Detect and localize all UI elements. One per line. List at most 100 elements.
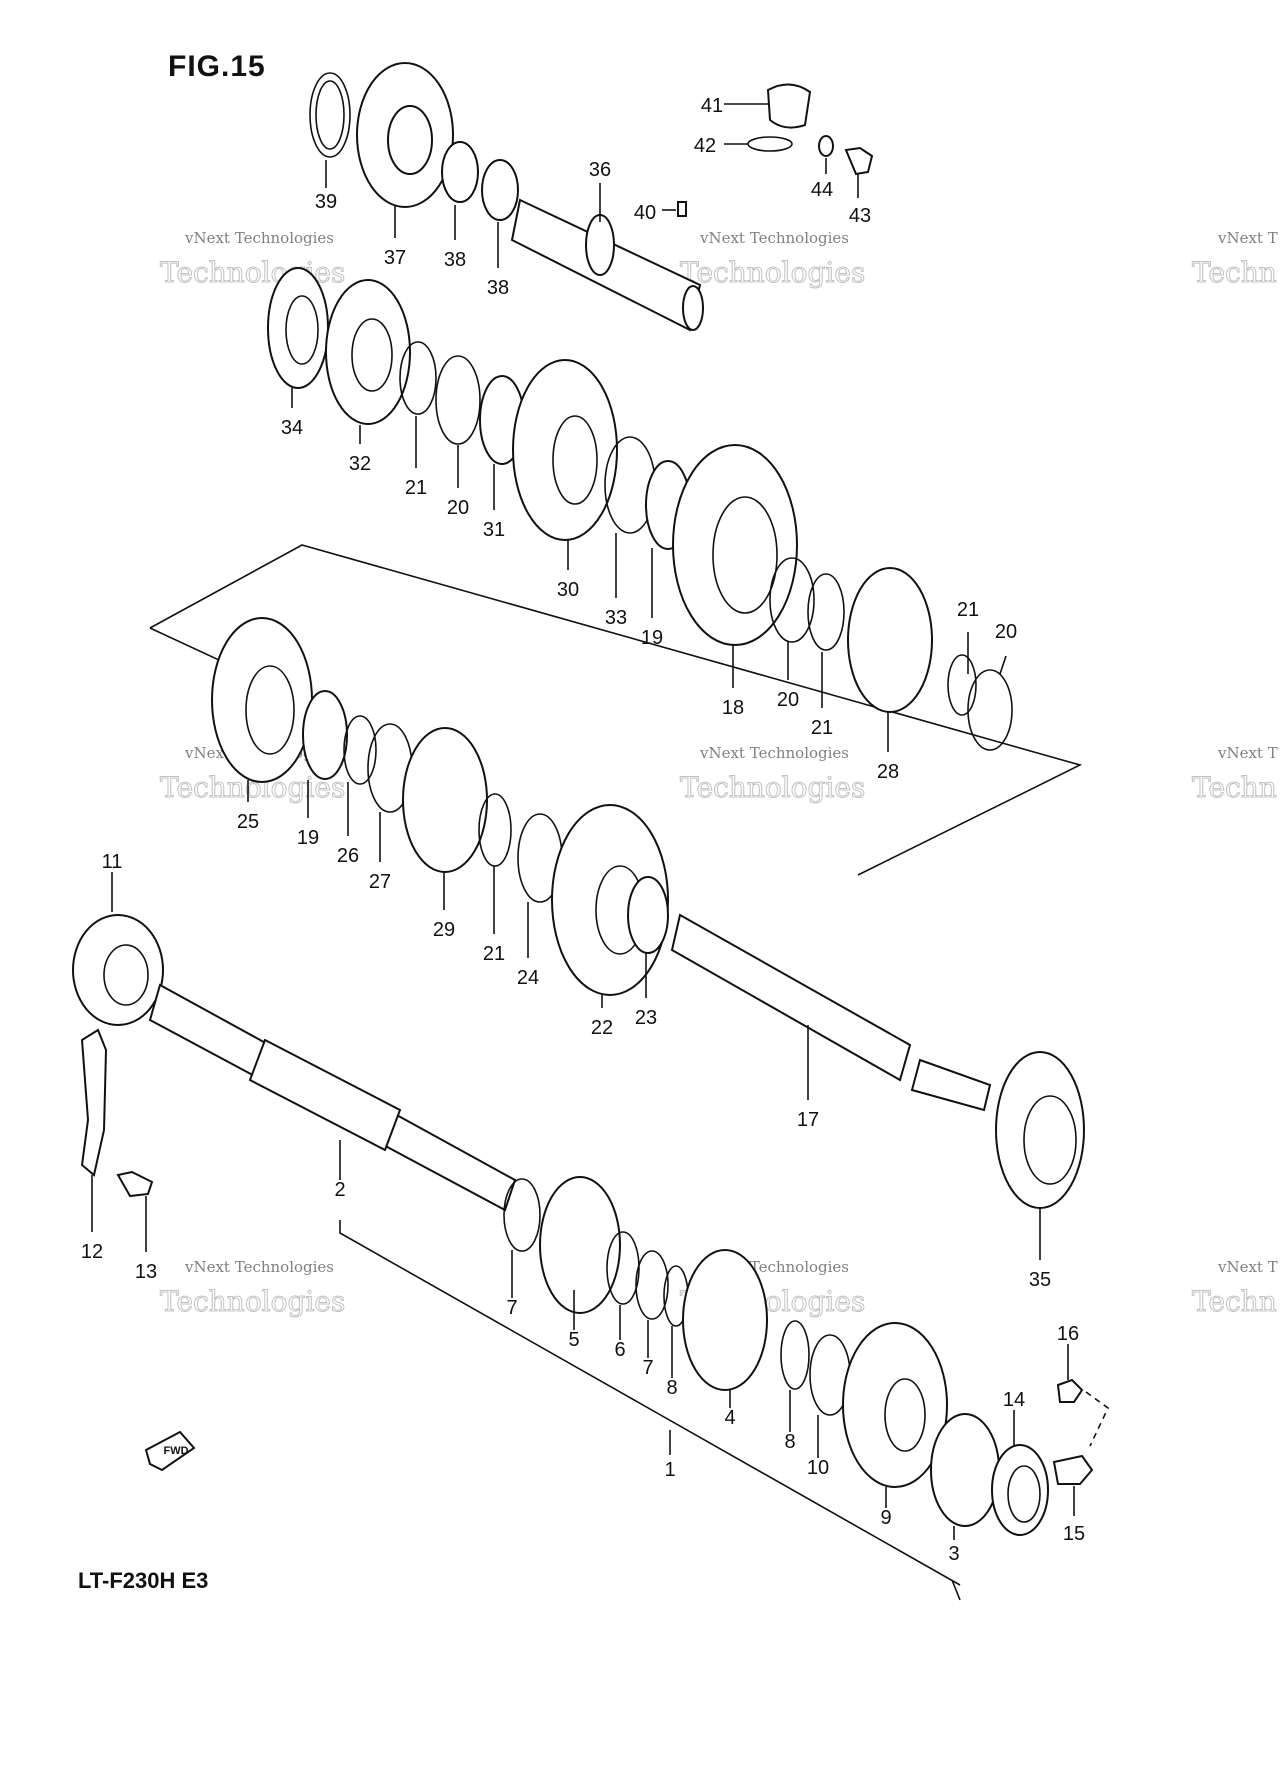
circlip-21b bbox=[807, 573, 845, 651]
countershaft-17 bbox=[670, 913, 912, 1082]
fwd-label: FWD bbox=[163, 1445, 188, 1457]
part-label: 42 bbox=[694, 135, 716, 157]
shaft-36-end bbox=[682, 285, 704, 331]
driveshaft-group-bracket bbox=[339, 1220, 961, 1586]
gear-25-hub bbox=[245, 665, 295, 755]
shaft-36-collar bbox=[585, 214, 615, 276]
washer-20b bbox=[769, 557, 815, 643]
watermark-text: Technologies bbox=[680, 771, 865, 804]
driveshaft-2-spline bbox=[248, 1038, 402, 1152]
gear-29 bbox=[402, 727, 488, 873]
gear-18-hub bbox=[712, 496, 778, 614]
washer-7b bbox=[635, 1250, 669, 1320]
part-label: 4 bbox=[724, 1407, 735, 1429]
model-code: LT-F230H E3 bbox=[78, 1568, 209, 1593]
gear-32-hub bbox=[351, 318, 393, 392]
second-row-parts bbox=[267, 267, 1013, 751]
part-label: 7 bbox=[642, 1357, 653, 1379]
snap-ring-39 bbox=[309, 72, 351, 158]
part-label: 8 bbox=[666, 1377, 677, 1399]
oil-seal-14-inner bbox=[1007, 1465, 1041, 1523]
bushing-6 bbox=[606, 1231, 640, 1305]
part-label: 21 bbox=[811, 717, 833, 739]
part-label: 19 bbox=[641, 627, 663, 649]
gear-5 bbox=[539, 1176, 621, 1314]
pin-40 bbox=[677, 201, 687, 217]
part-label: 3 bbox=[948, 1543, 959, 1565]
bolt-16 bbox=[1056, 1378, 1084, 1403]
bearing-34-inner bbox=[285, 295, 319, 365]
part-label: 8 bbox=[784, 1431, 795, 1453]
part-label: 14 bbox=[1003, 1389, 1025, 1411]
watermark-text: Technologies bbox=[680, 256, 865, 289]
gear-18 bbox=[672, 444, 798, 646]
part-label: 21 bbox=[957, 599, 979, 621]
part-label: 29 bbox=[433, 919, 455, 941]
watermark-text: vNext T bbox=[1217, 744, 1278, 762]
part-label: 2 bbox=[334, 1179, 345, 1201]
part-labels: 1 2 3 4 5 6 7 7 8 8 9 10 11 12 13 14 15 … bbox=[81, 95, 1085, 1565]
part-label: 12 bbox=[81, 1241, 103, 1263]
part-label: 26 bbox=[337, 845, 359, 867]
countershaft-group-bracket bbox=[149, 544, 1083, 876]
gear-28 bbox=[847, 567, 933, 713]
top-row-parts bbox=[309, 62, 874, 332]
part-label: 38 bbox=[487, 277, 509, 299]
part-label: 23 bbox=[635, 1007, 657, 1029]
needle-bearing-38b bbox=[481, 159, 519, 221]
gear-3 bbox=[930, 1413, 1000, 1527]
gear-25 bbox=[211, 617, 313, 783]
part-label: 7 bbox=[506, 1297, 517, 1319]
bearing-11-inner bbox=[103, 944, 149, 1006]
part-label: 21 bbox=[483, 943, 505, 965]
part-label: 20 bbox=[995, 621, 1017, 643]
part-label: 25 bbox=[237, 811, 259, 833]
part-label: 18 bbox=[722, 697, 744, 719]
watermark-text: vNext Technologies bbox=[184, 229, 334, 247]
bearing-35-inner bbox=[1023, 1095, 1077, 1185]
bearing-34 bbox=[267, 267, 329, 389]
bearing-35 bbox=[995, 1051, 1085, 1209]
watermark-text: vNext T bbox=[1217, 1258, 1278, 1276]
watermark-text: Techn bbox=[1192, 1285, 1277, 1318]
part-label: 38 bbox=[444, 249, 466, 271]
screw-13 bbox=[116, 1170, 154, 1198]
figure-title: FIG.15 bbox=[168, 50, 266, 83]
part-label: 28 bbox=[877, 761, 899, 783]
part-label: 20 bbox=[777, 689, 799, 711]
watermark-text: Technologies bbox=[160, 1285, 345, 1318]
fwd-arrow-icon bbox=[144, 1430, 196, 1472]
countershaft-17-end bbox=[910, 1058, 992, 1112]
watermark-text: vNext T bbox=[1217, 229, 1278, 247]
bushing-19b bbox=[302, 690, 348, 780]
part-label: 33 bbox=[605, 607, 627, 629]
part-label: 9 bbox=[880, 1507, 891, 1529]
part-label: 16 bbox=[1057, 1323, 1079, 1345]
part-label: 24 bbox=[517, 967, 539, 989]
gear-4 bbox=[682, 1249, 768, 1391]
part-label: 21 bbox=[405, 477, 427, 499]
gear-32 bbox=[325, 279, 411, 425]
part-label: 11 bbox=[102, 851, 123, 873]
gear-30-hub bbox=[552, 415, 598, 505]
part-label: 32 bbox=[349, 453, 371, 475]
watermark-text: vNext Technologies bbox=[699, 744, 849, 762]
gear-9-hub bbox=[884, 1378, 926, 1452]
bearing-11 bbox=[72, 914, 164, 1026]
circlip-8b bbox=[780, 1320, 810, 1390]
bolt-43 bbox=[844, 146, 874, 176]
circlip-21d bbox=[478, 793, 512, 867]
watermark-text: Techn bbox=[1192, 256, 1277, 289]
part-label: 10 bbox=[807, 1457, 829, 1479]
part-label: 41 bbox=[701, 95, 723, 117]
part-label: 5 bbox=[568, 1329, 579, 1351]
part-label: 36 bbox=[589, 159, 611, 181]
part-label: 30 bbox=[557, 579, 579, 601]
watermark-text: vNext Technologies bbox=[184, 1258, 334, 1276]
driveshaft-parts: FWD bbox=[72, 914, 1110, 1536]
countershaft-parts bbox=[211, 617, 1085, 1209]
part-label: 35 bbox=[1029, 1269, 1051, 1291]
part-label: 20 bbox=[447, 497, 469, 519]
part-label: 19 bbox=[297, 827, 319, 849]
